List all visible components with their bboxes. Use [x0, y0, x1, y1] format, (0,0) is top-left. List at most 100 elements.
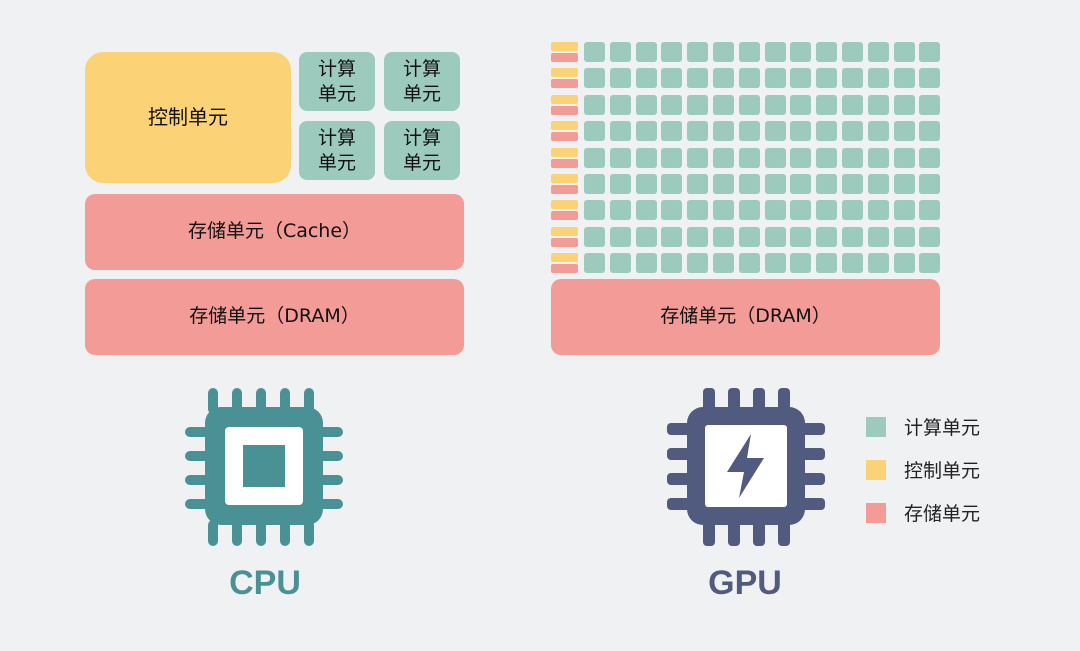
gpu-compute-unit [790, 174, 812, 194]
cpu-dram-label: 存储单元（DRAM） [189, 305, 360, 328]
gpu-compute-unit [893, 200, 915, 221]
gpu-compute-unit [790, 200, 812, 221]
gpu-compute-unit [609, 226, 631, 247]
gpu-compute-unit [764, 200, 786, 221]
legend-swatch-compute [866, 416, 886, 437]
gpu-compute-unit [816, 42, 838, 62]
gpu-control-unit [551, 42, 578, 51]
gpu-compute-unit [842, 121, 863, 142]
cpu-compute-unit: 计算 单元 [384, 121, 460, 180]
gpu-compute-unit [609, 147, 631, 168]
legend-item-control: 控制单元 [866, 456, 980, 483]
legend-label-compute: 计算单元 [904, 417, 981, 439]
cpu-compute-unit: 计算 单元 [384, 52, 460, 111]
gpu-compute-unit [790, 68, 812, 89]
gpu-compute-unit [919, 121, 941, 142]
gpu-compute-unit [738, 94, 760, 115]
gpu-compute-unit [584, 94, 605, 115]
gpu-compute-unit [893, 226, 915, 247]
gpu-compute-unit [584, 200, 605, 221]
gpu-compute-unit [609, 94, 631, 115]
gpu-compute-unit [816, 68, 838, 89]
gpu-compute-unit [842, 94, 863, 115]
gpu-cache-unit [551, 264, 578, 274]
gpu-compute-unit [919, 68, 941, 89]
gpu-cache-unit [551, 53, 578, 62]
compute-unit-label-line2: 单元 [317, 151, 356, 174]
cpu-label: CPU [229, 564, 301, 602]
gpu-compute-unit [867, 147, 889, 168]
legend-swatch-control [866, 459, 886, 480]
gpu-compute-unit [764, 94, 786, 115]
gpu-control-unit [551, 253, 578, 263]
gpu-cache-unit [551, 132, 578, 142]
compute-unit-label-line1: 计算 [402, 127, 441, 150]
compute-unit-label-line1: 计算 [317, 127, 356, 150]
gpu-compute-unit [738, 253, 760, 274]
gpu-compute-unit [687, 121, 709, 142]
compute-unit-label-line1: 计算 [317, 58, 356, 81]
gpu-compute-unit [713, 200, 734, 221]
gpu-cache-unit [551, 211, 578, 221]
gpu-compute-unit [893, 253, 915, 274]
gpu-control-unit [551, 226, 578, 236]
cpu-dram-storage: 存储单元（DRAM） [85, 279, 464, 355]
gpu-compute-unit [867, 174, 889, 194]
gpu-compute-unit [816, 147, 838, 168]
gpu-compute-unit [842, 253, 863, 274]
gpu-label: GPU [708, 564, 782, 602]
gpu-compute-unit [816, 94, 838, 115]
compute-unit-label-line2: 单元 [317, 82, 356, 105]
gpu-compute-unit [584, 226, 605, 247]
gpu-control-unit [551, 147, 578, 157]
gpu-cache-unit [551, 158, 578, 168]
compute-unit-label-line2: 单元 [402, 151, 441, 174]
gpu-compute-unit [816, 174, 838, 194]
gpu-compute-unit [893, 147, 915, 168]
gpu-compute-unit [609, 42, 631, 62]
gpu-compute-unit [635, 253, 657, 274]
gpu-control-unit [551, 121, 578, 131]
gpu-compute-unit [816, 121, 838, 142]
gpu-control-unit [551, 200, 578, 210]
gpu-control-unit [551, 94, 578, 104]
cpu-chip-icon [185, 388, 343, 546]
gpu-compute-unit [867, 42, 889, 62]
gpu-compute-unit [738, 121, 760, 142]
gpu-compute-unit [584, 42, 605, 62]
gpu-compute-unit [713, 42, 734, 62]
gpu-compute-unit [919, 94, 941, 115]
legend-label-control: 控制单元 [904, 460, 981, 482]
gpu-cache-unit [551, 105, 578, 115]
gpu-compute-unit [635, 94, 657, 115]
gpu-compute-unit [919, 253, 941, 274]
gpu-compute-unit [635, 174, 657, 194]
gpu-compute-unit [738, 147, 760, 168]
gpu-compute-unit [713, 253, 734, 274]
gpu-compute-unit [738, 174, 760, 194]
gpu-compute-unit [867, 200, 889, 221]
gpu-compute-unit [790, 42, 812, 62]
gpu-compute-unit [816, 226, 838, 247]
gpu-compute-unit [687, 226, 709, 247]
gpu-compute-unit [713, 121, 734, 142]
gpu-compute-unit [790, 253, 812, 274]
gpu-compute-unit [842, 147, 863, 168]
gpu-cache-unit [551, 185, 578, 194]
gpu-compute-unit [635, 121, 657, 142]
gpu-compute-unit [816, 200, 838, 221]
gpu-compute-unit [584, 68, 605, 89]
gpu-compute-unit [867, 68, 889, 89]
gpu-compute-unit [635, 200, 657, 221]
legend-swatch-storage [866, 502, 886, 523]
gpu-compute-unit [790, 94, 812, 115]
gpu-compute-unit [919, 147, 941, 168]
gpu-compute-unit [687, 174, 709, 194]
gpu-compute-unit [635, 42, 657, 62]
gpu-compute-unit [635, 68, 657, 89]
gpu-compute-unit [635, 147, 657, 168]
gpu-compute-unit [661, 147, 683, 168]
gpu-compute-unit [661, 121, 683, 142]
gpu-compute-unit [661, 174, 683, 194]
gpu-compute-unit [687, 147, 709, 168]
